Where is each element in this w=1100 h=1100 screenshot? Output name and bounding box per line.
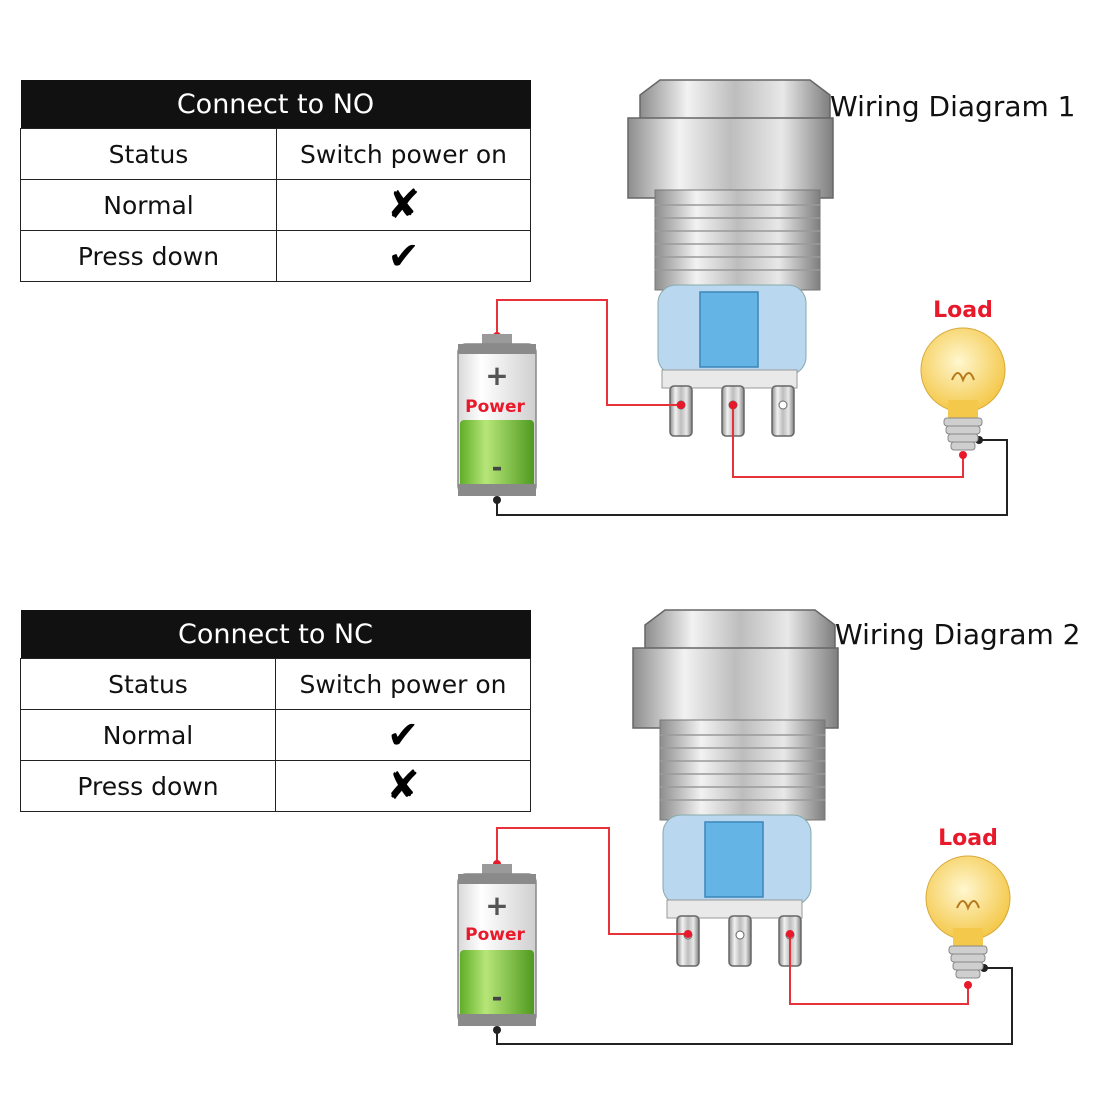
light-bulb-icon: [920, 327, 1006, 451]
load-label: Load: [933, 298, 993, 323]
push-button-switch: [627, 79, 834, 437]
row-status-press-down: Press down: [20, 760, 276, 812]
push-button-switch: [632, 609, 839, 967]
load-wire: [789, 934, 969, 1005]
negative-wire: [496, 967, 1013, 1045]
battery-minus: -: [492, 983, 503, 1013]
terminal-block: [704, 821, 764, 898]
wiring-illustration: + Power - Load: [457, 79, 1008, 516]
diagram-title: Wiring Diagram 2: [835, 618, 1081, 651]
row-status-press-down: Press down: [20, 230, 277, 282]
battery-minus: -: [492, 453, 503, 483]
status-table-nc: Connect to NC Status Switch power on Nor…: [20, 610, 531, 812]
battery-power-label: Power: [465, 397, 525, 417]
positive-wire: [496, 299, 681, 406]
battery-plus: +: [485, 359, 508, 392]
status-table-no: Connect to NO Status Switch power on Nor…: [20, 80, 532, 282]
load-wire: [732, 405, 964, 478]
terminal-block: [699, 291, 759, 368]
light-bulb-icon: [925, 855, 1011, 979]
battery-power-label: Power: [465, 925, 525, 945]
load-label: Load: [938, 826, 998, 851]
diagram-title: Wiring Diagram 1: [830, 90, 1076, 123]
battery-icon: [457, 334, 537, 496]
column-header-status: Status: [20, 128, 277, 180]
positive-wire: [496, 827, 688, 935]
wiring-diagram-2: Connect to NC Status Switch power on Nor…: [0, 530, 1100, 1080]
x-mark-icon: ✘: [275, 760, 531, 812]
column-header-switch: Switch power on: [275, 658, 531, 710]
table-header: Connect to NO: [20, 80, 531, 129]
table-header: Connect to NC: [20, 610, 531, 659]
battery-plus: +: [485, 889, 508, 922]
wiring-illustration: + Power - Load: [457, 609, 1013, 1045]
wiring-diagram-1: Connect to NO Status Switch power on Nor…: [20, 79, 1076, 516]
column-header-switch: Switch power on: [275, 128, 532, 180]
check-mark-icon: ✔: [275, 709, 531, 761]
row-status-normal: Normal: [20, 709, 276, 761]
battery-icon: [457, 864, 537, 1026]
check-mark-icon: ✔: [275, 230, 532, 282]
negative-wire: [496, 439, 1008, 516]
